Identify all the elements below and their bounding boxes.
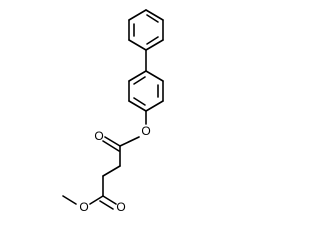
oxygen-carbonyl-bond [119, 136, 140, 147]
top-phenyl-ring [128, 9, 164, 51]
atom-o-upper-link: O [141, 124, 150, 138]
methyl-bond [62, 195, 77, 205]
bond [128, 100, 147, 112]
oxygen-label: O [79, 200, 88, 214]
carbonyl-double-bond [102, 195, 117, 205]
phenylene-ring [128, 70, 164, 112]
bond [145, 9, 164, 21]
carbonyl-double-bond [102, 140, 120, 152]
double-bond-inner [146, 36, 159, 45]
atom-o-upper-carbonyl: O [94, 129, 103, 143]
atom-o-lower-link: O [79, 200, 88, 214]
double-bond-inner [146, 14, 159, 23]
carbonyl-double-bond [99, 200, 114, 210]
oxygen-label: O [94, 129, 103, 143]
bond [128, 39, 147, 51]
bond [128, 70, 147, 82]
oxygen-label: O [116, 200, 125, 214]
carbonyl-double-bond [104, 136, 121, 147]
double-bond-inner [133, 76, 146, 85]
atom-o-lower-carbonyl: O [116, 200, 125, 214]
chain-bond [102, 165, 121, 177]
bond [145, 100, 164, 112]
carbonyl-oxygen-bond [89, 195, 104, 205]
bond [128, 9, 147, 21]
double-bond-inner [133, 97, 146, 106]
bond [145, 39, 164, 51]
bond [145, 70, 164, 82]
oxygen-label: O [141, 124, 150, 138]
chemical-structure-diagram: O O O O [62, 9, 164, 214]
